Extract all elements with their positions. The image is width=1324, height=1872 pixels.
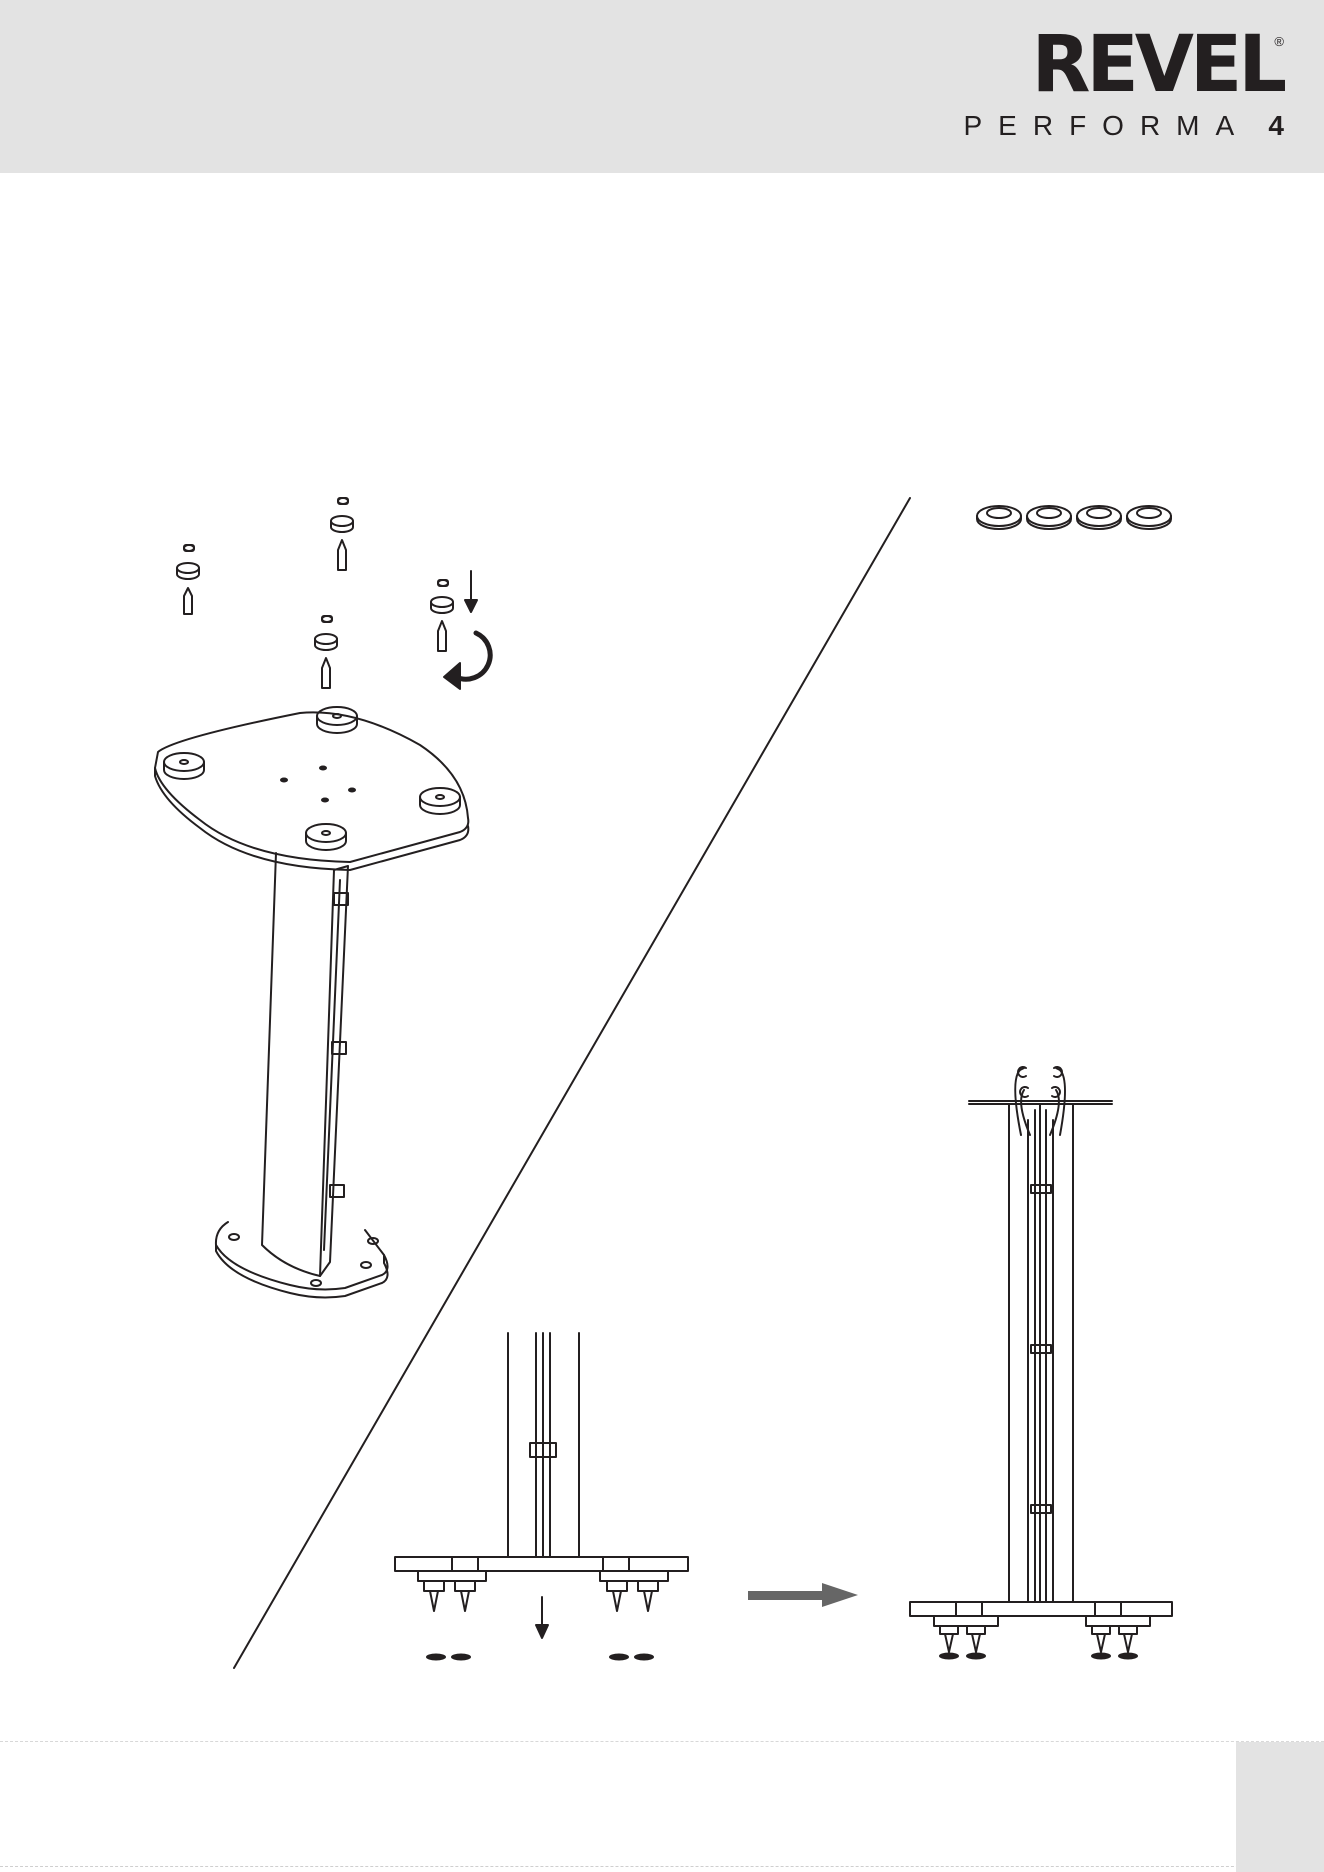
top-plate — [155, 707, 468, 870]
page-number-tab — [1236, 1742, 1324, 1872]
base-plate — [216, 1222, 388, 1297]
floor-pads — [977, 506, 1171, 529]
spike-set-3 — [315, 616, 337, 688]
spike-set-1 — [177, 545, 199, 614]
divider-line — [234, 498, 910, 1668]
spike-set-2 — [331, 498, 353, 570]
spike-set-4 — [431, 571, 490, 689]
direction-arrow — [748, 1583, 858, 1607]
footer-divider — [0, 1741, 1324, 1742]
footer-bottom-edge — [0, 1866, 1324, 1867]
assembled-stand — [910, 1067, 1172, 1652]
base-detail — [395, 1333, 688, 1638]
pads-under-spikes — [426, 1654, 654, 1661]
assembled-pads — [939, 1653, 1138, 1660]
column — [262, 853, 348, 1276]
